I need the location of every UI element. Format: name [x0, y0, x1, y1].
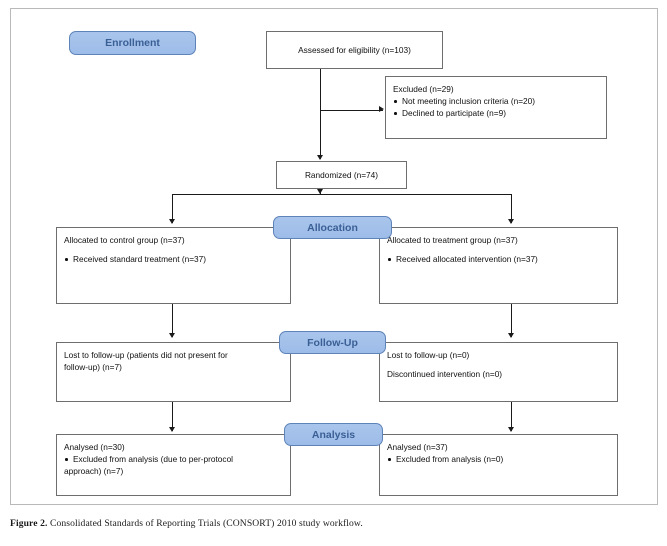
connector-split-left-drop: [172, 194, 173, 223]
allocated-treatment-title: Allocated to treatment group (n=37): [387, 235, 518, 245]
arrowhead-analysis-right: [507, 427, 514, 432]
analysis-treatment-item-0: Excluded from analysis (n=0): [387, 453, 610, 465]
followup-treatment-line2: Discontinued intervention (n=0): [387, 369, 503, 380]
arrowhead-to-excluded: [379, 106, 384, 113]
arrowhead-followup-left: [168, 333, 175, 338]
connector-to-excluded: [320, 110, 383, 111]
analysis-control-item-0-line1: Excluded from analysis (due to per-proto…: [64, 453, 283, 465]
connector-split-right-drop: [511, 194, 512, 223]
node-excluded: Excluded (n=29) Not meeting inclusion cr…: [385, 76, 607, 139]
excluded-item-1: Declined to participate (n=9): [393, 107, 599, 119]
arrowhead-randomized-split: [316, 189, 323, 194]
stage-badge-analysis: Analysis: [284, 423, 383, 446]
node-allocated-treatment: Allocated to treatment group (n=37) Rece…: [379, 227, 618, 304]
arrowhead-allocation-left: [168, 219, 175, 224]
allocated-control-title: Allocated to control group (n=37): [64, 235, 185, 245]
figure-caption: Figure 2. Consolidated Standards of Repo…: [10, 518, 650, 529]
arrowhead-allocation-right: [507, 219, 514, 224]
node-allocated-control: Allocated to control group (n=37) Receiv…: [56, 227, 291, 304]
connector-followup-control-to-analysis: [172, 402, 173, 431]
excluded-item-0: Not meeting inclusion criteria (n=20): [393, 95, 599, 107]
followup-control-line1: Lost to follow-up (patients did not pres…: [64, 350, 228, 360]
analysis-control-item-0-line2: approach) (n=7): [64, 466, 124, 477]
node-followup-treatment: Lost to follow-up (n=0) Discontinued int…: [379, 342, 618, 402]
connector-assessed-to-randomized: [320, 69, 321, 159]
node-randomized: Randomized (n=74): [276, 161, 407, 189]
figure-frame: Enrollment Assessed for eligibility (n=1…: [10, 8, 658, 505]
node-followup-control: Lost to follow-up (patients did not pres…: [56, 342, 291, 402]
analysis-control-title: Analysed (n=30): [64, 442, 125, 452]
arrowhead-followup-right: [507, 333, 514, 338]
stage-badge-enrollment: Enrollment: [69, 31, 196, 55]
excluded-title: Excluded (n=29): [393, 84, 454, 94]
node-assessed-for-eligibility: Assessed for eligibility (n=103): [266, 31, 443, 69]
connector-allocation-split-bar: [172, 194, 511, 195]
connector-followup-treatment-to-analysis: [511, 402, 512, 431]
spacer: [64, 246, 283, 253]
connector-control-to-followup: [172, 304, 173, 337]
stage-badge-allocation: Allocation: [273, 216, 392, 239]
allocated-treatment-item-0: Received allocated intervention (n=37): [387, 253, 610, 265]
stage-badge-followup: Follow-Up: [279, 331, 386, 354]
node-analysis-treatment: Analysed (n=37) Excluded from analysis (…: [379, 434, 618, 496]
arrowhead-to-randomized: [316, 155, 323, 160]
followup-control-line2: follow-up) (n=7): [64, 362, 122, 373]
figure-caption-label: Figure 2.: [10, 518, 48, 529]
analysis-treatment-title: Analysed (n=37): [387, 442, 448, 452]
followup-treatment-line1: Lost to follow-up (n=0): [387, 350, 470, 360]
spacer: [387, 361, 610, 368]
connector-treatment-to-followup: [511, 304, 512, 337]
randomized-text: Randomized (n=74): [304, 169, 379, 180]
node-analysis-control: Analysed (n=30) Excluded from analysis (…: [56, 434, 291, 496]
figure-caption-text: Consolidated Standards of Reporting Tria…: [50, 518, 363, 529]
spacer: [387, 246, 610, 253]
allocated-control-item-0: Received standard treatment (n=37): [64, 253, 283, 265]
arrowhead-analysis-left: [168, 427, 175, 432]
assessed-text: Assessed for eligibility (n=103): [298, 44, 411, 55]
